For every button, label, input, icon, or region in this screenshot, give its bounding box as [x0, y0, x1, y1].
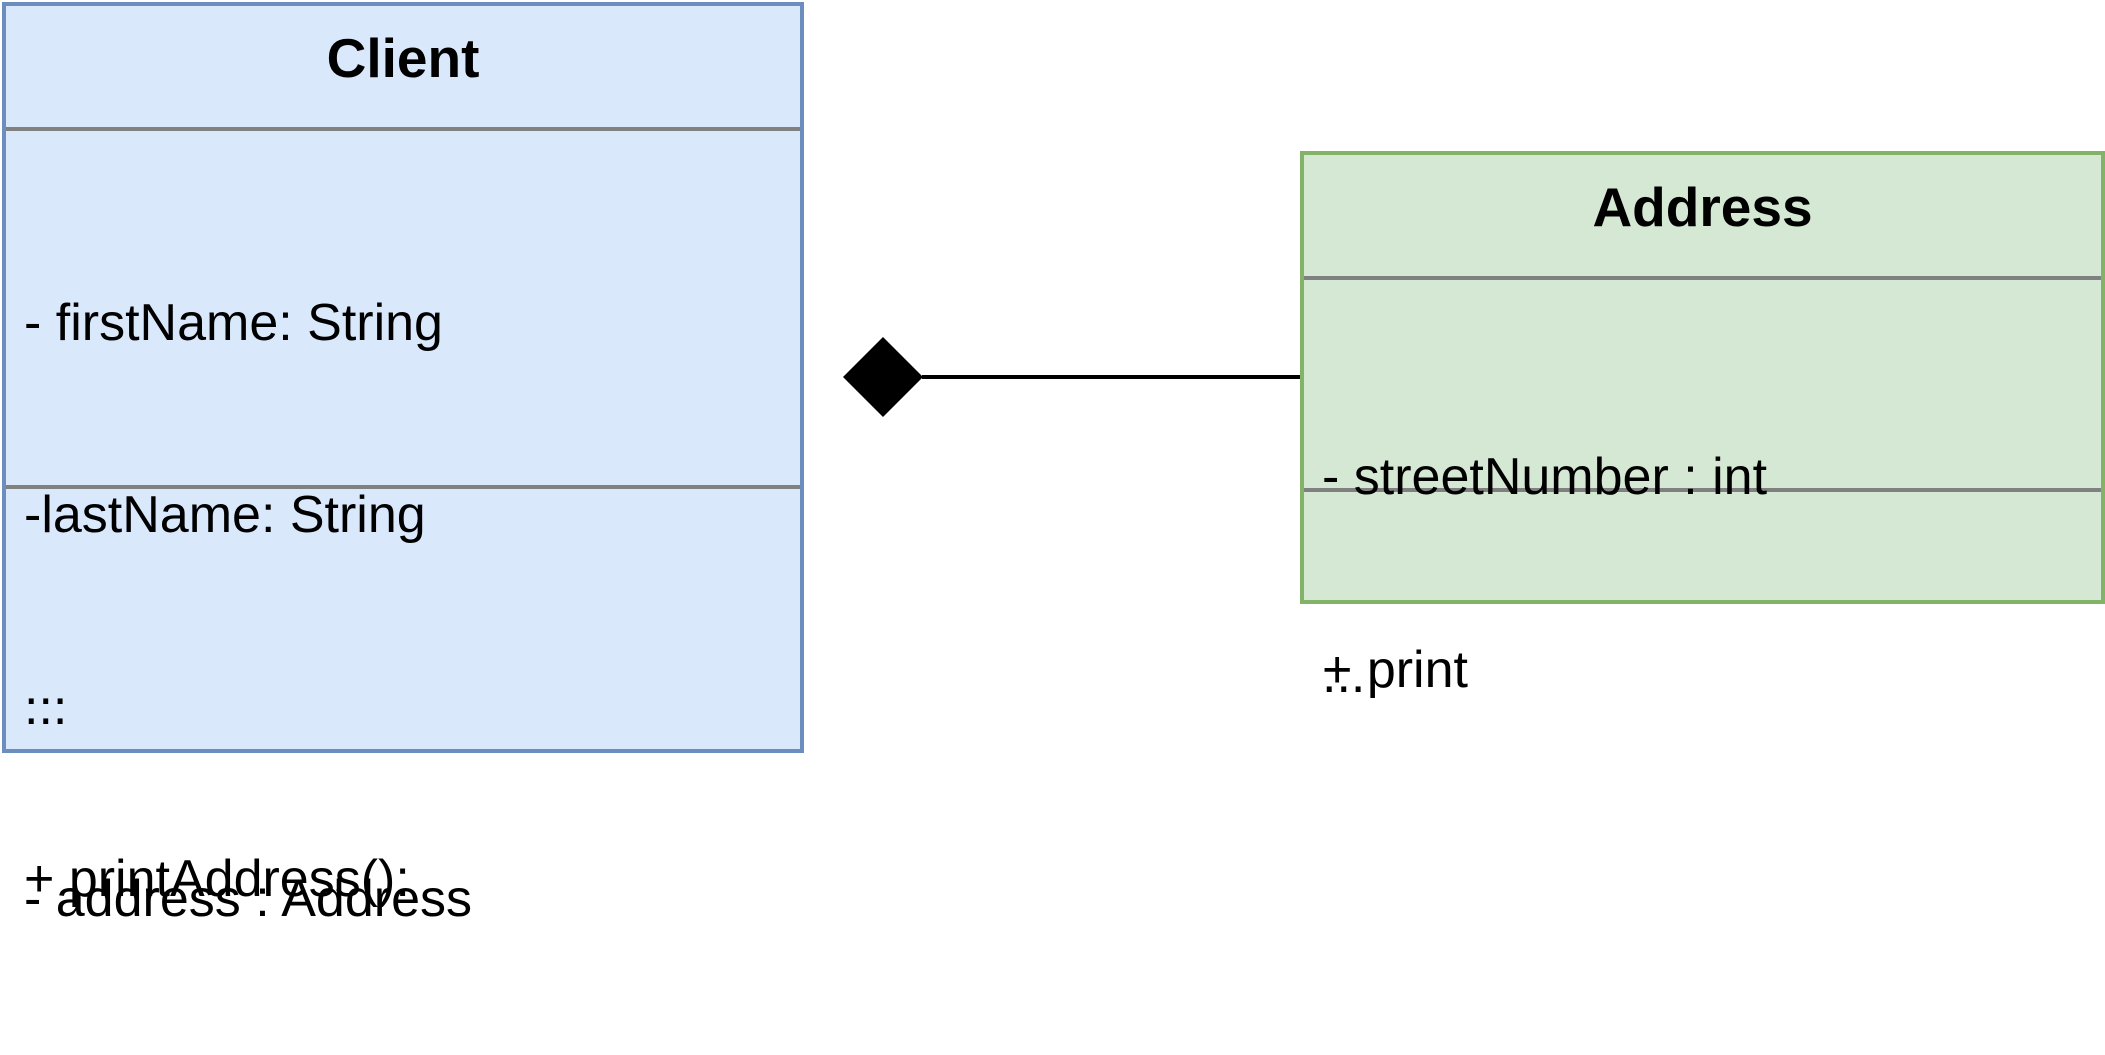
composition-diamond-icon [843, 337, 923, 417]
client-operations-section: ... + printAddress(): [6, 489, 800, 1035]
address-class[interactable]: Address - streetNumber : int ... + print [1300, 151, 2105, 704]
client-attribute-ellipsis: ... [24, 678, 68, 736]
client-title-divider [6, 127, 800, 131]
address-class-title: Address [1592, 176, 1813, 238]
client-attribute-first-name: - firstName: String [24, 294, 443, 352]
client-operation-ellipsis: ... [24, 658, 68, 716]
address-attribute-ellipsis: ... [1322, 646, 1366, 704]
client-attributes-divider [6, 485, 800, 489]
address-title-divider [1304, 276, 2101, 280]
client-class[interactable]: Client - firstName: String -lastName: St… [2, 2, 804, 928]
client-attribute-last-name: -lastName: String [24, 486, 426, 544]
address-attribute-street-number: - streetNumber : int [1322, 448, 1768, 506]
client-attributes-section: - firstName: String -lastName: String ..… [6, 131, 800, 928]
address-attributes-divider [1304, 488, 2101, 492]
address-operation-print: + print [1322, 641, 1468, 699]
client-class-title: Client [326, 27, 480, 89]
address-operations-section: + print [1304, 492, 2101, 826]
address-attributes-section: - streetNumber : int ... [1304, 280, 2101, 704]
